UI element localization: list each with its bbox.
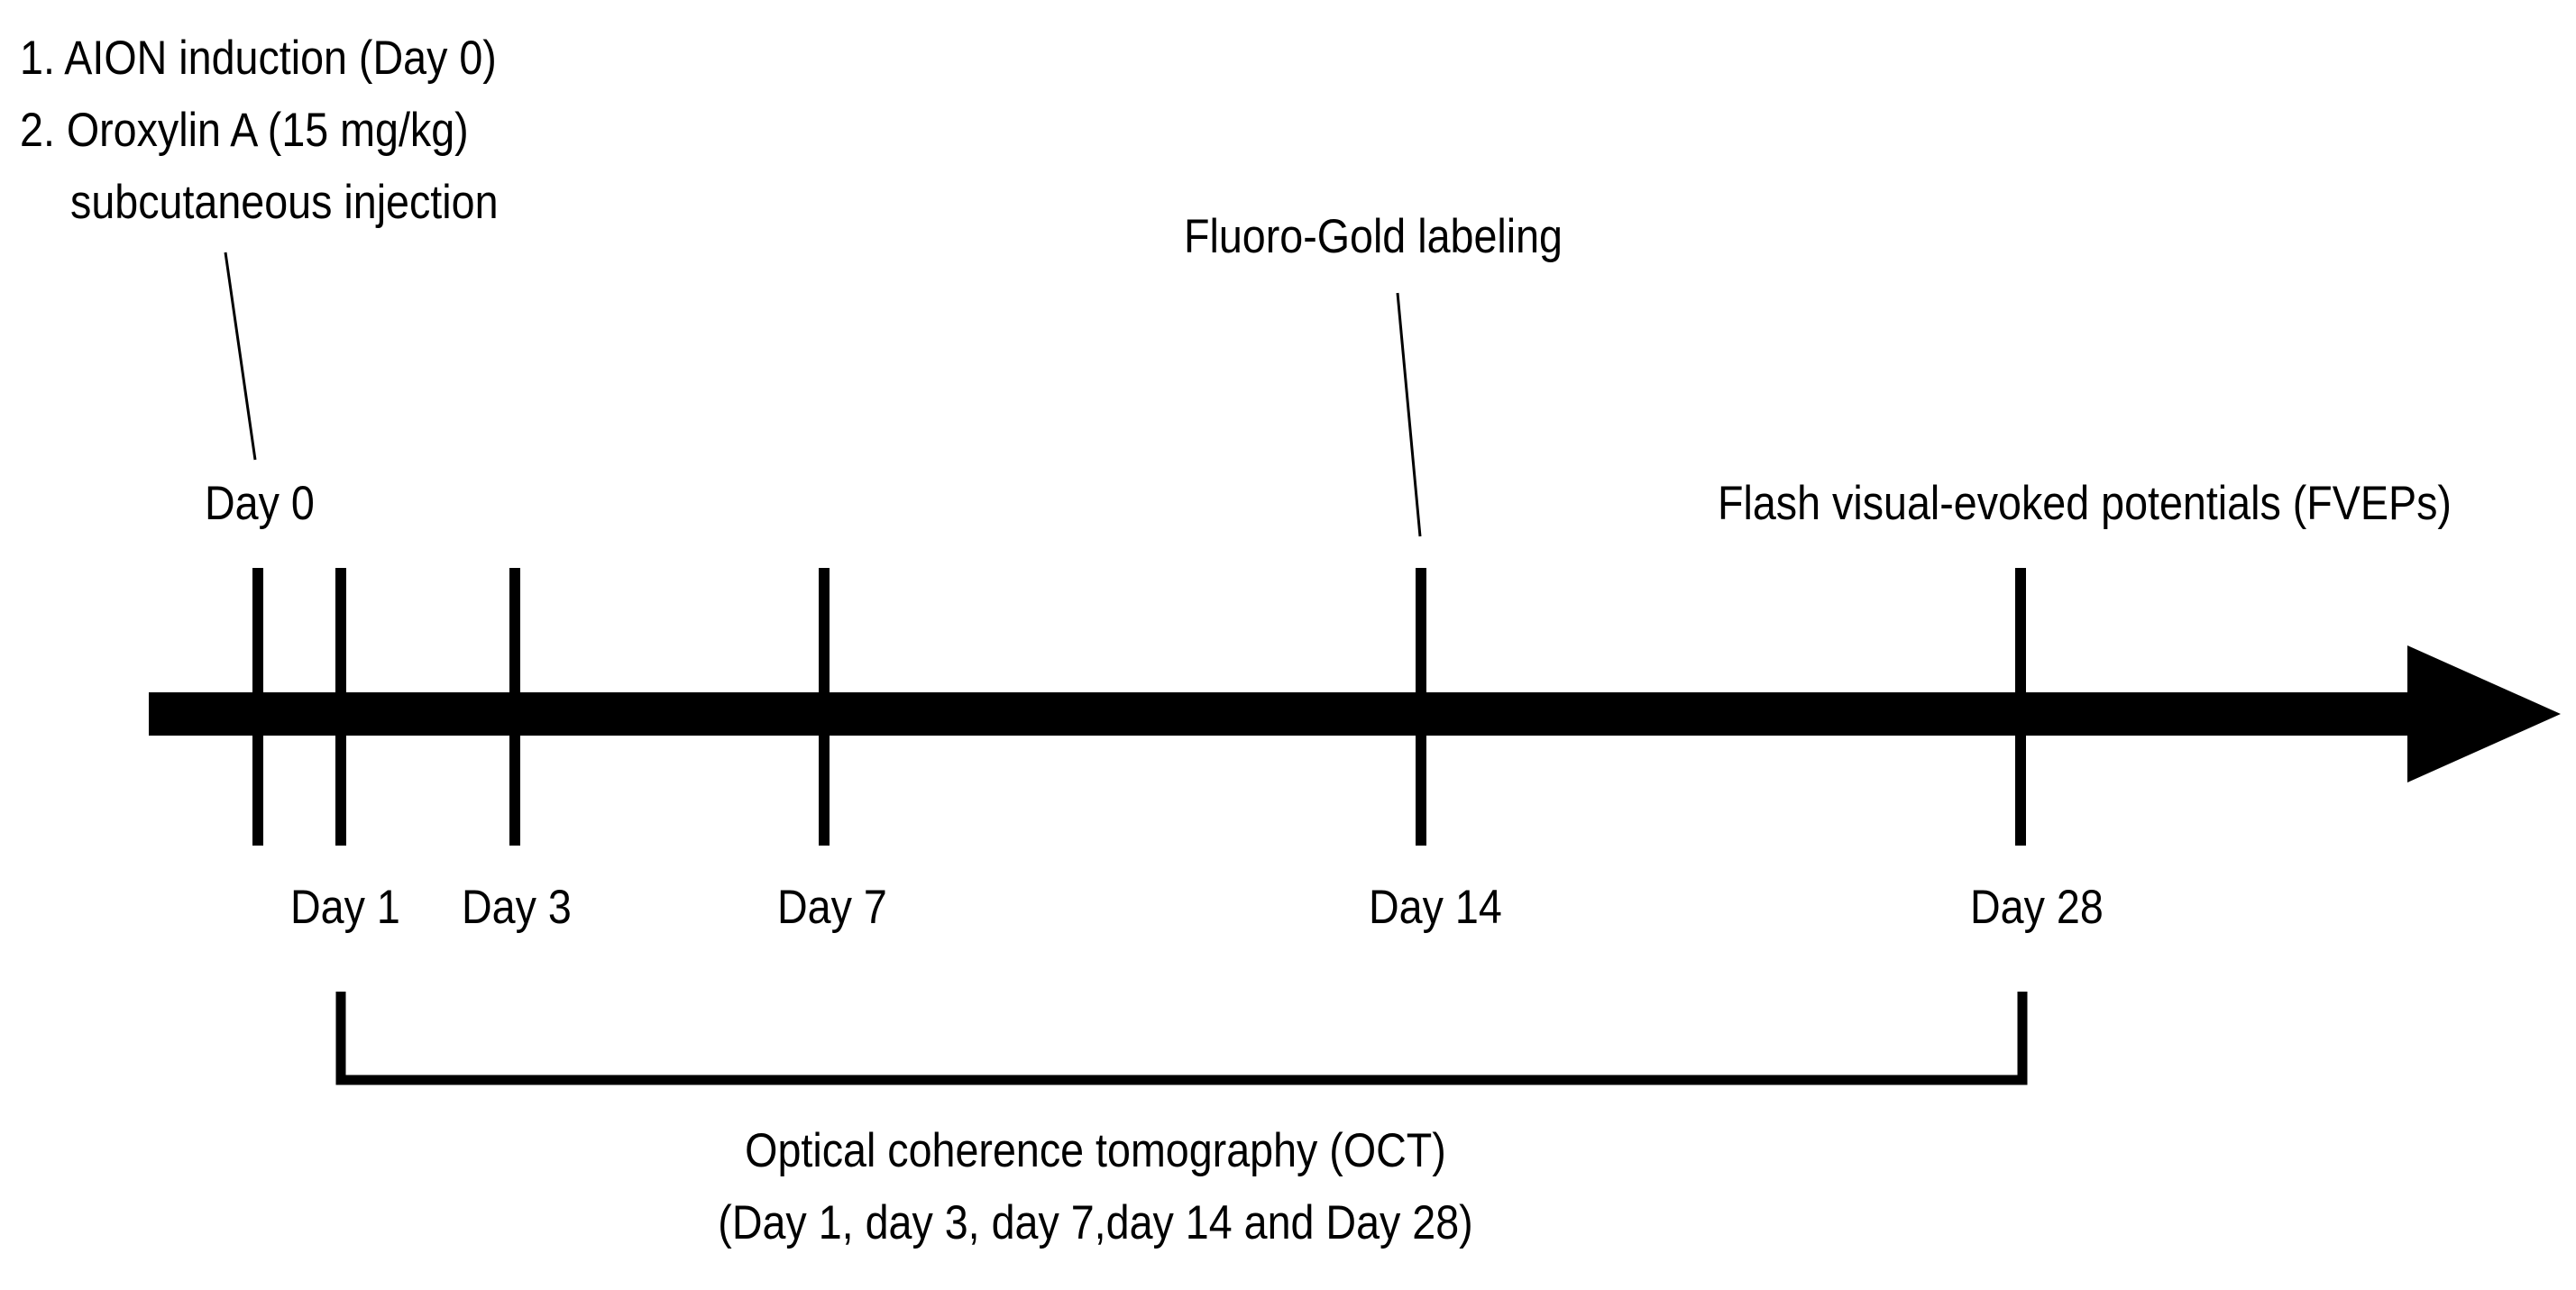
leader-line-fluoro [1396, 292, 1422, 537]
day-28-label: Day 28 [1970, 881, 2104, 934]
oroxylin-dose-label: 2. Oroxylin A (15 mg/kg) [20, 104, 469, 157]
leader-line-day0 [224, 252, 257, 461]
tick-day-28 [2015, 568, 2026, 846]
day0-label: Day 0 [205, 477, 315, 530]
oct-bracket [335, 992, 2028, 1085]
oct-caption-line1: Optical coherence tomography (OCT) [745, 1124, 1446, 1177]
day-1-label: Day 1 [290, 881, 400, 934]
day-3-label: Day 3 [462, 881, 572, 934]
tick-day-1 [335, 568, 346, 846]
injection-route-label: subcutaneous injection [70, 176, 499, 229]
tick-day-3 [509, 568, 520, 846]
timeline-axis-bar [149, 692, 2425, 736]
tick-day-0 [252, 568, 263, 846]
aion-induction-label: 1. AION induction (Day 0) [20, 32, 497, 85]
fveps-label: Flash visual-evoked potentials (FVEPs) [1718, 477, 2452, 530]
tick-day-14 [1416, 568, 1426, 846]
day-7-label: Day 7 [777, 881, 887, 934]
oct-caption-line2: (Day 1, day 3, day 7,day 14 and Day 28) [718, 1196, 1473, 1249]
tick-day-7 [819, 568, 830, 846]
fluoro-gold-label: Fluoro-Gold labeling [1184, 210, 1563, 263]
timeline-arrowhead [2407, 645, 2561, 782]
day-14-label: Day 14 [1369, 881, 1502, 934]
